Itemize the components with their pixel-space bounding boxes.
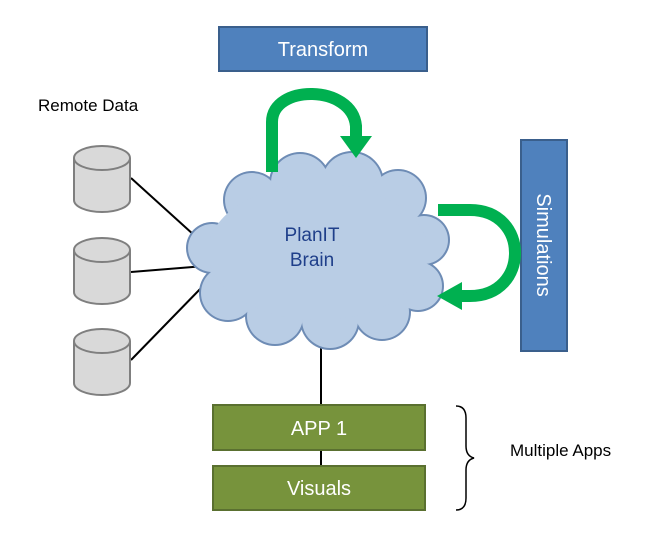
simulations-box: Simulations	[520, 139, 568, 352]
app1-box: APP 1	[212, 404, 426, 451]
brain-label-line1: PlanIT	[285, 225, 340, 246]
visuals-box: Visuals	[212, 465, 426, 511]
simulations-loop-arrow	[438, 204, 521, 302]
db-connector-3	[130, 283, 206, 361]
transform-box: Transform	[218, 26, 428, 72]
planit-brain-cloud: PlanIT Brain	[186, 151, 450, 350]
simulations-label: Simulations	[532, 193, 554, 296]
database-icon	[73, 328, 131, 396]
apps-curly-brace	[455, 405, 475, 511]
simulations-arrow-head	[437, 282, 462, 310]
brain-label-line2: Brain	[290, 250, 334, 271]
transform-loop-arrow	[266, 88, 362, 172]
visuals-label: Visuals	[287, 478, 351, 500]
remote-data-label: Remote Data	[38, 96, 139, 115]
multiple-apps-label: Multiple Apps	[510, 441, 611, 460]
database-icon	[73, 237, 131, 305]
app1-label: APP 1	[291, 418, 347, 440]
transform-label: Transform	[278, 39, 368, 61]
db-connector-2	[130, 265, 206, 273]
database-icon	[73, 145, 131, 213]
transform-arrow-head	[340, 136, 372, 158]
